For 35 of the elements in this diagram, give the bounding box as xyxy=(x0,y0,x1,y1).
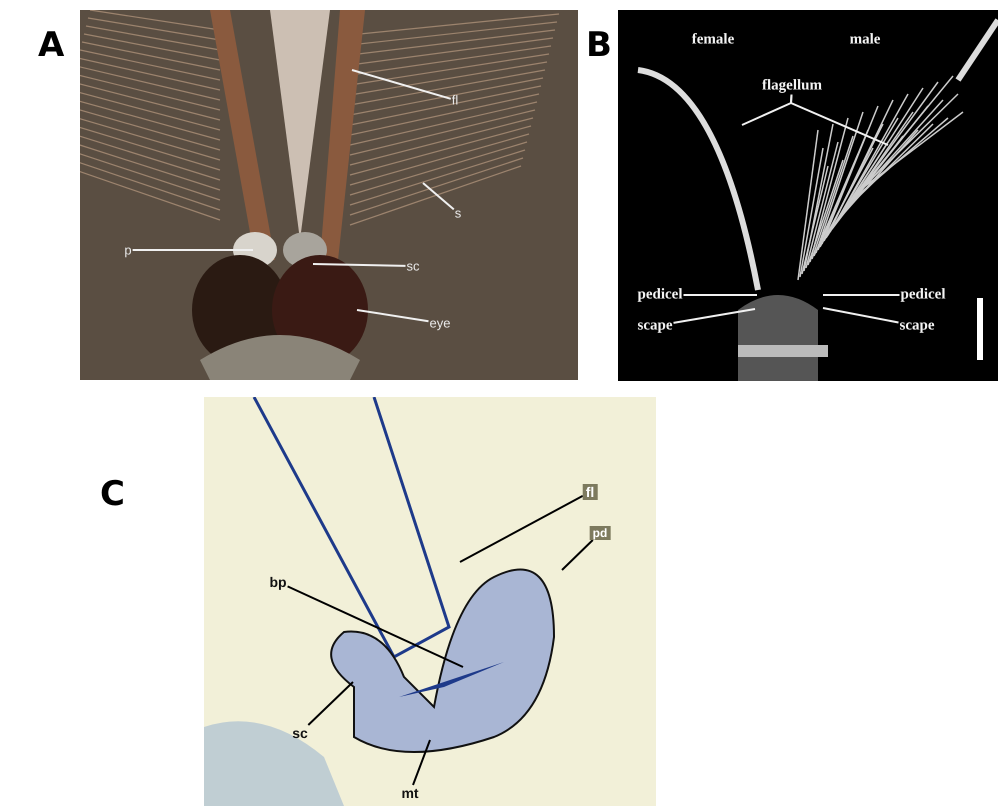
part-label: sc xyxy=(291,725,309,741)
leader-line xyxy=(422,182,454,210)
panel-letter: A xyxy=(38,28,64,62)
leader-line xyxy=(823,294,900,296)
leader-line xyxy=(312,263,406,267)
leader-line xyxy=(673,308,756,324)
part-label: sc xyxy=(406,258,420,274)
leader-line xyxy=(822,307,899,324)
caption-label: female xyxy=(690,32,736,48)
leader-line xyxy=(561,539,594,571)
panel-letter: B xyxy=(586,28,612,62)
leader-line xyxy=(287,586,464,668)
caption-label: male xyxy=(848,32,882,48)
part-label: p xyxy=(123,242,133,258)
part-label: scape xyxy=(636,318,674,334)
leader-line xyxy=(412,740,431,786)
part-label: flagellum xyxy=(761,78,823,94)
part-label: pedicel xyxy=(900,286,946,304)
leader-line xyxy=(684,294,757,296)
part-label: fl xyxy=(582,484,598,500)
part-label: fl xyxy=(450,92,460,108)
leader-line xyxy=(132,249,253,251)
part-label: scape xyxy=(898,318,936,334)
leader-line xyxy=(790,94,888,146)
leader-line xyxy=(308,681,354,726)
part-label: eye xyxy=(428,316,452,330)
leader-line xyxy=(460,495,584,563)
part-label: mt xyxy=(400,785,420,801)
part-label: pd xyxy=(590,526,610,540)
part-label: s xyxy=(454,206,462,220)
panel-letter: C xyxy=(100,477,125,511)
leader-line xyxy=(352,69,452,100)
part-label: pedicel xyxy=(636,286,684,304)
leader-line xyxy=(356,309,429,322)
part-label: bp xyxy=(268,574,288,590)
